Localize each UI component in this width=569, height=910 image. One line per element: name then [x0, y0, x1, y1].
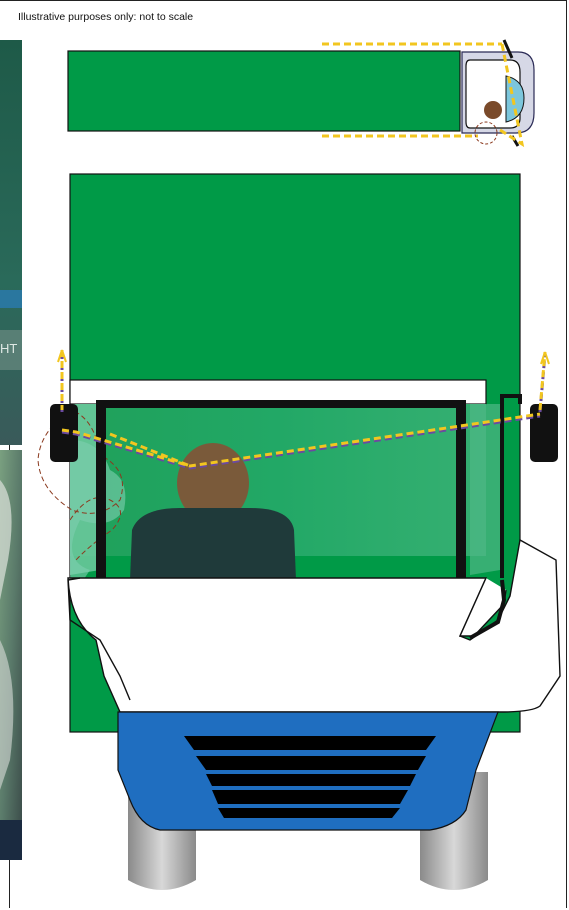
plan-driver [484, 101, 502, 119]
driver-torso [130, 508, 296, 580]
right-mirror [530, 404, 558, 462]
plan-body [68, 51, 460, 131]
photo-strip-bottom [0, 450, 22, 860]
photo-text: HT [0, 341, 17, 356]
plan-view [68, 40, 534, 146]
front-view [38, 174, 560, 890]
a-pillar-left [96, 400, 106, 580]
photo-strip-top: HT [0, 40, 22, 445]
